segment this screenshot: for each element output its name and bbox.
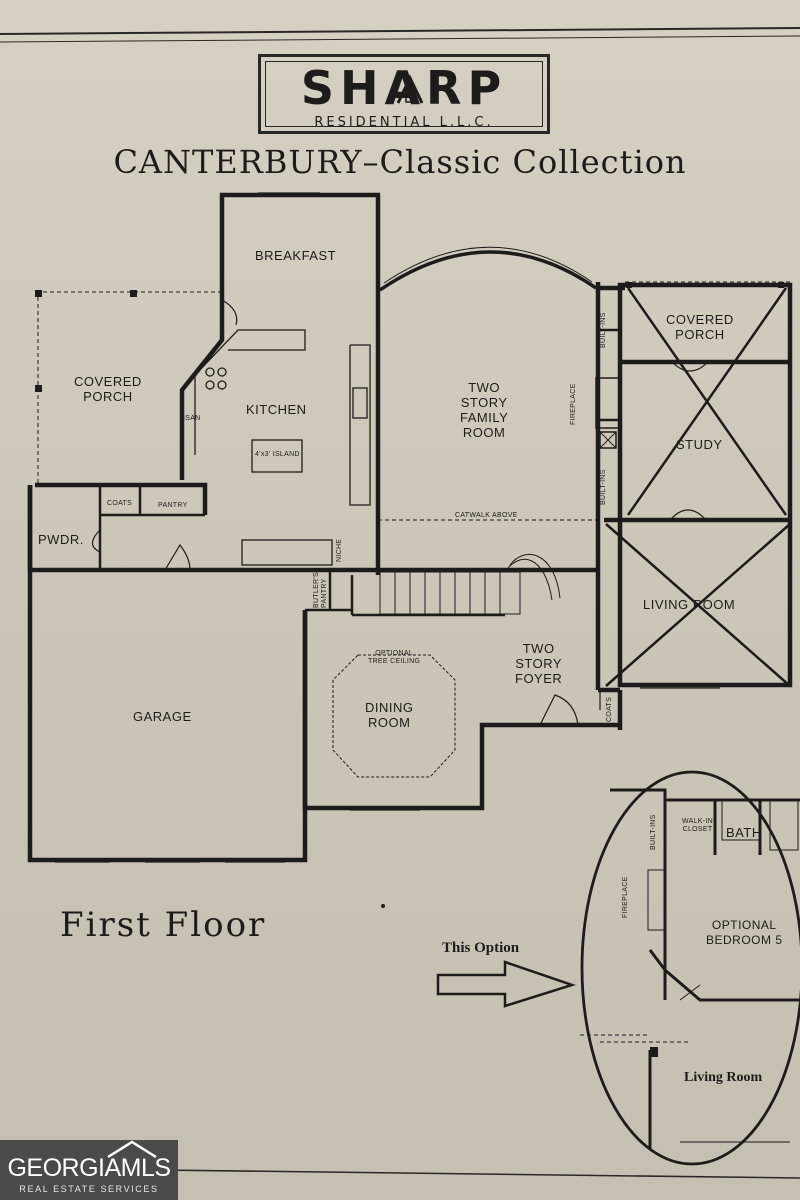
- room-study: STUDY: [676, 437, 723, 452]
- label-butlers-pantry: BUTLER'S PANTRY: [313, 571, 328, 608]
- label-inset-built-ins: BUILT-INS: [650, 814, 657, 850]
- roof-icon: [107, 1140, 157, 1159]
- logo-inner-border: [265, 61, 543, 127]
- label-coats-left: COATS: [107, 500, 133, 507]
- plan-title: CANTERBURY–Classic Collection: [113, 143, 687, 181]
- georgia-mls-watermark: GEORGIAMLS REAL ESTATE SERVICES: [0, 1140, 178, 1200]
- interior-walls: [98, 328, 620, 617]
- label-island: 4'x3' ISLAND: [255, 451, 300, 458]
- label-built-ins-top: BUILT-INS: [600, 312, 607, 348]
- room-kitchen: KITCHEN: [246, 402, 307, 417]
- room-foyer: TWO STORY FOYER: [515, 641, 563, 686]
- logo-subtitle: RESIDENTIAL L.L.C.: [314, 115, 494, 130]
- floor-label: First Floor: [60, 905, 267, 945]
- label-optional-bedroom: OPTIONAL BEDROOM 5: [706, 918, 783, 947]
- this-option-callout: This Option: [442, 940, 520, 956]
- room-covered-porch-left: COVERED PORCH: [74, 374, 142, 404]
- option-callout-ellipse: [580, 770, 800, 1166]
- room-family: TWO STORY FAMILY ROOM: [460, 380, 509, 440]
- room-breakfast: BREAKFAST: [255, 248, 337, 263]
- label-inset-bath: BATH: [726, 825, 762, 840]
- label-inset-fireplace: FIREPLACE: [622, 876, 629, 918]
- label-built-ins-bottom: BUILT-INS: [600, 469, 607, 505]
- right-arrow-icon: [436, 960, 577, 1008]
- exterior-walls: [27, 192, 793, 863]
- label-niche: NICHE: [336, 538, 343, 562]
- room-living: LIVING ROOM: [643, 597, 736, 612]
- label-coats-right: COATS: [606, 696, 613, 722]
- sharp-logo: SHARP RESIDENTIAL L.L.C.: [258, 54, 550, 134]
- door-swings: [91, 299, 709, 726]
- label-catwalk: CATWALK ABOVE: [455, 512, 518, 519]
- room-covered-porch-right: COVERED PORCH: [666, 312, 734, 342]
- label-isan: ISAN: [183, 415, 201, 422]
- room-garage: GARAGE: [133, 709, 192, 724]
- house-roof-icon: [396, 74, 424, 104]
- bay-window-arc: [379, 250, 597, 292]
- kitchen-counters: [194, 329, 371, 566]
- option-inset-walls: [610, 788, 800, 1150]
- label-tray-ceiling: OPTIONAL TREE CEILING: [368, 650, 421, 665]
- label-walk-in-closet: WALK-IN CLOSET: [682, 818, 714, 833]
- crossed-out-rooms: [605, 287, 791, 687]
- room-dining: DINING ROOM: [365, 700, 414, 730]
- room-powder: PWDR.: [38, 532, 84, 547]
- label-pantry: PANTRY: [158, 502, 188, 509]
- mls-brand: GEORGIAMLS: [7, 1154, 171, 1182]
- logo-brand: SHARP: [300, 61, 508, 115]
- stair-treads: [379, 553, 561, 615]
- living-room-callout: Living Room: [684, 1070, 763, 1085]
- label-fireplace: FIREPLACE: [570, 383, 577, 425]
- mls-tagline: REAL ESTATE SERVICES: [19, 1184, 159, 1194]
